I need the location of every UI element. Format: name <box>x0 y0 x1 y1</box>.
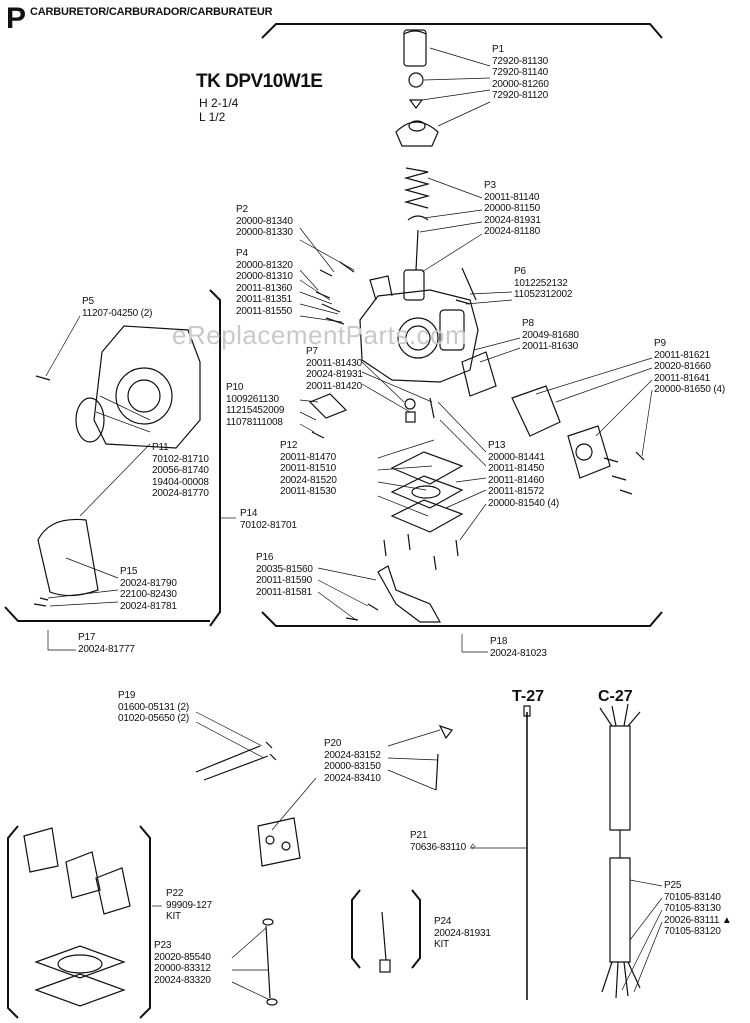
l-setting: L 1/2 <box>199 110 226 124</box>
watermark: eReplacementParts.com <box>172 320 468 350</box>
callout-p17: P17 20024-81777 <box>78 632 135 655</box>
section-letter: P <box>6 2 27 35</box>
callout-p18: P18 20024-81023 <box>490 636 547 659</box>
t27-cable-label: T-27 <box>512 688 545 705</box>
callout-p5: P5 11207-04250 (2) <box>82 296 153 319</box>
model-name: TK DPV10W1E <box>196 71 323 92</box>
c27-cable-label: C-27 <box>598 688 633 705</box>
callout-p19: P19 01600-05131 (2)01020-05650 (2) <box>118 690 189 724</box>
h-setting: H 2-1/4 <box>199 96 239 110</box>
callout-p14: P14 70102-81701 <box>240 508 297 531</box>
page-title: CARBURETOR/CARBURADOR/CARBURATEUR <box>30 6 273 18</box>
callout-p21: P21 70636-83110 ✧ <box>410 830 477 853</box>
